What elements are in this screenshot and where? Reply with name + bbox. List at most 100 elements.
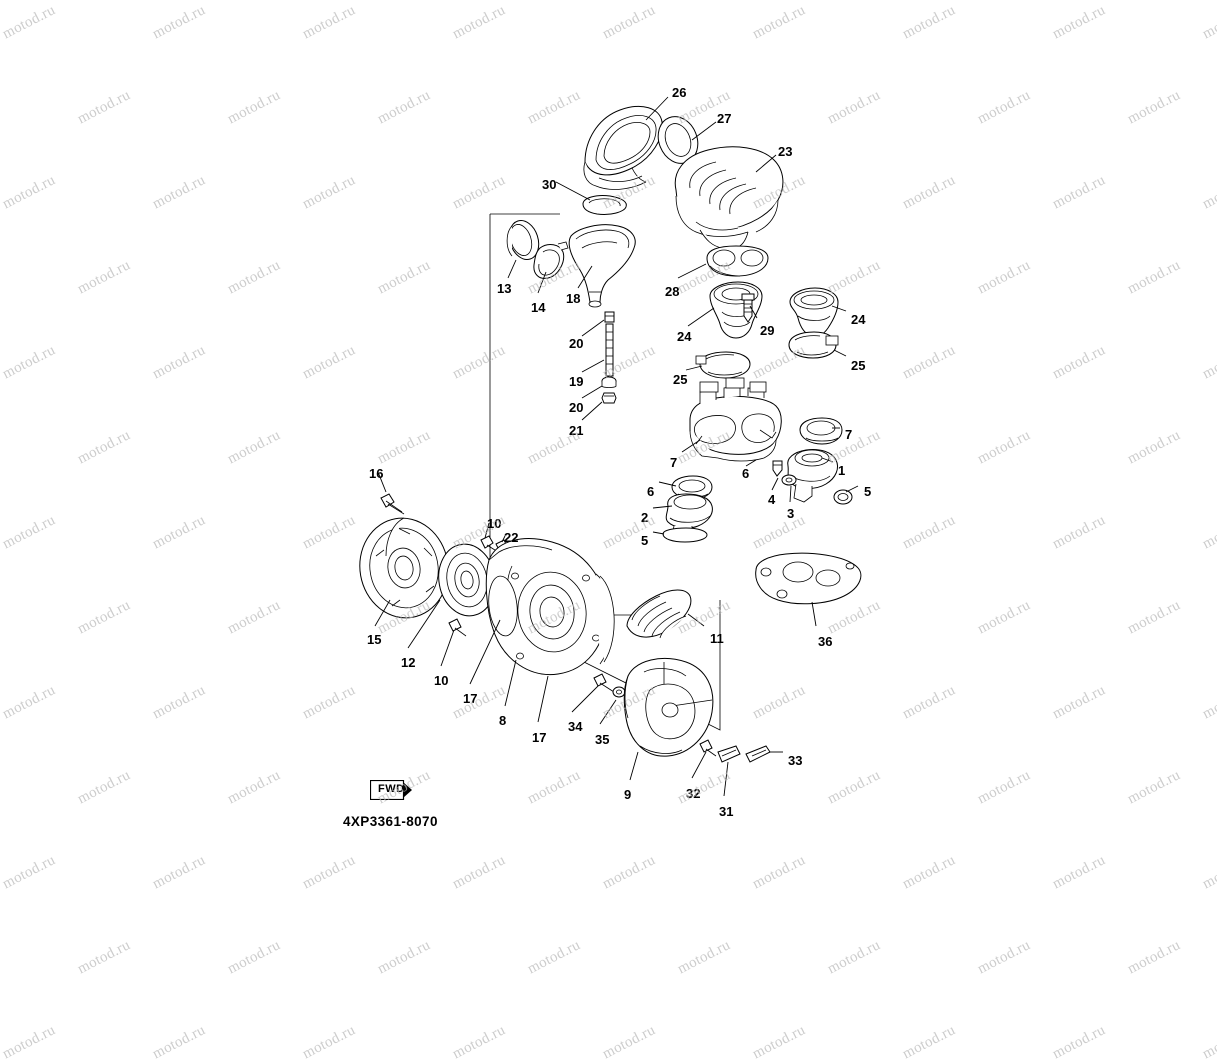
callout-number: 4 [768, 492, 776, 507]
watermark-text: motod.ru [525, 937, 584, 978]
part-28-carburetor-joint [706, 245, 769, 277]
callout-number: 5 [641, 533, 649, 548]
watermark-text: motod.ru [675, 937, 734, 978]
callout-number: 7 [845, 427, 853, 442]
callout-number: 18 [566, 291, 581, 306]
part-11-duct-hose [626, 589, 692, 639]
part-16-bolt [380, 493, 405, 515]
callout-number: 3 [787, 506, 795, 521]
callout-number: 19 [569, 374, 584, 389]
callout-number: 22 [504, 530, 519, 545]
callout-number: 23 [778, 144, 793, 159]
watermark-text: motod.ru [600, 1022, 659, 1063]
part-31-bracket [717, 745, 741, 763]
fwd-arrow-box: FWD [370, 780, 412, 800]
watermark-text: motod.ru [1050, 1022, 1109, 1063]
callout-number: 29 [760, 323, 775, 338]
part-14-clamp [533, 241, 569, 279]
callout-number: 30 [542, 177, 557, 192]
watermark-text: motod.ru [750, 1022, 809, 1063]
part-4-screw [772, 460, 783, 477]
watermark-text: motod.ru [1125, 937, 1184, 978]
callout-number: 10 [487, 516, 502, 531]
callout-number: 13 [497, 281, 512, 296]
callout-number: 8 [499, 713, 507, 728]
leader-lines [374, 96, 859, 797]
watermark-text: motod.ru [450, 1022, 509, 1063]
part-24-joint-left [709, 281, 763, 339]
callout-number: 32 [686, 786, 701, 801]
callout-number: 25 [851, 358, 866, 373]
callout-number: 16 [369, 466, 384, 481]
callout-number: 34 [568, 719, 583, 734]
callout-number: 6 [647, 484, 655, 499]
callout-number: 15 [367, 632, 382, 647]
callout-number: 33 [788, 753, 803, 768]
callout-number: 24 [851, 312, 866, 327]
watermark-text: motod.ru [300, 1022, 359, 1063]
part-20-collar-upper [604, 311, 615, 323]
part-19-bolt [605, 323, 614, 377]
callout-number: 36 [818, 634, 833, 649]
callout-number: 12 [401, 655, 416, 670]
watermark-text: motod.ru [825, 937, 884, 978]
part-17-gasket-right [595, 573, 615, 665]
part-21-nut [601, 392, 617, 404]
watermark-text: motod.ru [150, 1022, 209, 1063]
part-32-bolt [699, 739, 717, 757]
part-23-air-cleaner-case [674, 146, 784, 250]
part-18-intake-boot [568, 224, 636, 308]
callout-number: 2 [641, 510, 649, 525]
callout-number: 10 [434, 673, 449, 688]
callout-number: 21 [569, 423, 584, 438]
part-5-flange-left [662, 527, 708, 543]
callout-number: 20 [569, 336, 584, 351]
callout-number: 20 [569, 400, 584, 415]
part-27-gasket-ring [657, 116, 699, 164]
watermark-text: motod.ru [975, 937, 1034, 978]
callout-number: 25 [673, 372, 688, 387]
part-29-screw [741, 293, 755, 323]
part-24-joint-right [789, 287, 839, 337]
watermark-text: motod.ru [1200, 1022, 1217, 1063]
callout-number: 9 [624, 787, 632, 802]
part-35-washer [612, 686, 626, 698]
callout-number: 27 [717, 111, 732, 126]
part-10-bolt-lower [448, 618, 467, 637]
diagram-part-number: 4XP3361-8070 [343, 814, 438, 829]
callout-number: 17 [463, 691, 478, 706]
part-33-bolt [745, 745, 771, 763]
watermark-text: motod.ru [0, 1022, 59, 1063]
callout-number: 6 [742, 466, 750, 481]
part-3-washer [781, 474, 797, 486]
watermark-text: motod.ru [75, 937, 134, 978]
part-12-rotor [438, 543, 496, 617]
callout-number: 11 [710, 631, 724, 646]
part-15-recoil-cover [359, 517, 449, 619]
watermark-text: motod.ru [225, 937, 284, 978]
part-13-cap [506, 219, 540, 261]
part-34-bolt [593, 673, 615, 693]
part-17-gasket-left [488, 575, 518, 637]
part-7-joint-right [799, 417, 843, 445]
part-20-collar-lower [601, 376, 617, 388]
part-26-intake-duct [583, 106, 663, 190]
callout-number: 14 [531, 300, 546, 315]
fwd-label: FWD [378, 783, 405, 795]
watermark-text: motod.ru [375, 937, 434, 978]
callout-number: 26 [672, 85, 687, 100]
part-25-clamp-right [788, 331, 839, 359]
part-30-duct-seal [582, 195, 627, 215]
callout-number: 28 [665, 284, 680, 299]
callout-number: 24 [677, 329, 692, 344]
callout-number: 31 [719, 804, 734, 819]
part-25-clamp-left [695, 351, 751, 379]
diagram-artwork [359, 96, 862, 797]
carburetor-assembly [689, 377, 782, 462]
callout-number: 35 [595, 732, 610, 747]
watermark-text: motod.ru [900, 1022, 959, 1063]
callout-number: 5 [864, 484, 872, 499]
callout-number: 1 [838, 463, 846, 478]
part-9-recoil-housing [623, 658, 714, 757]
